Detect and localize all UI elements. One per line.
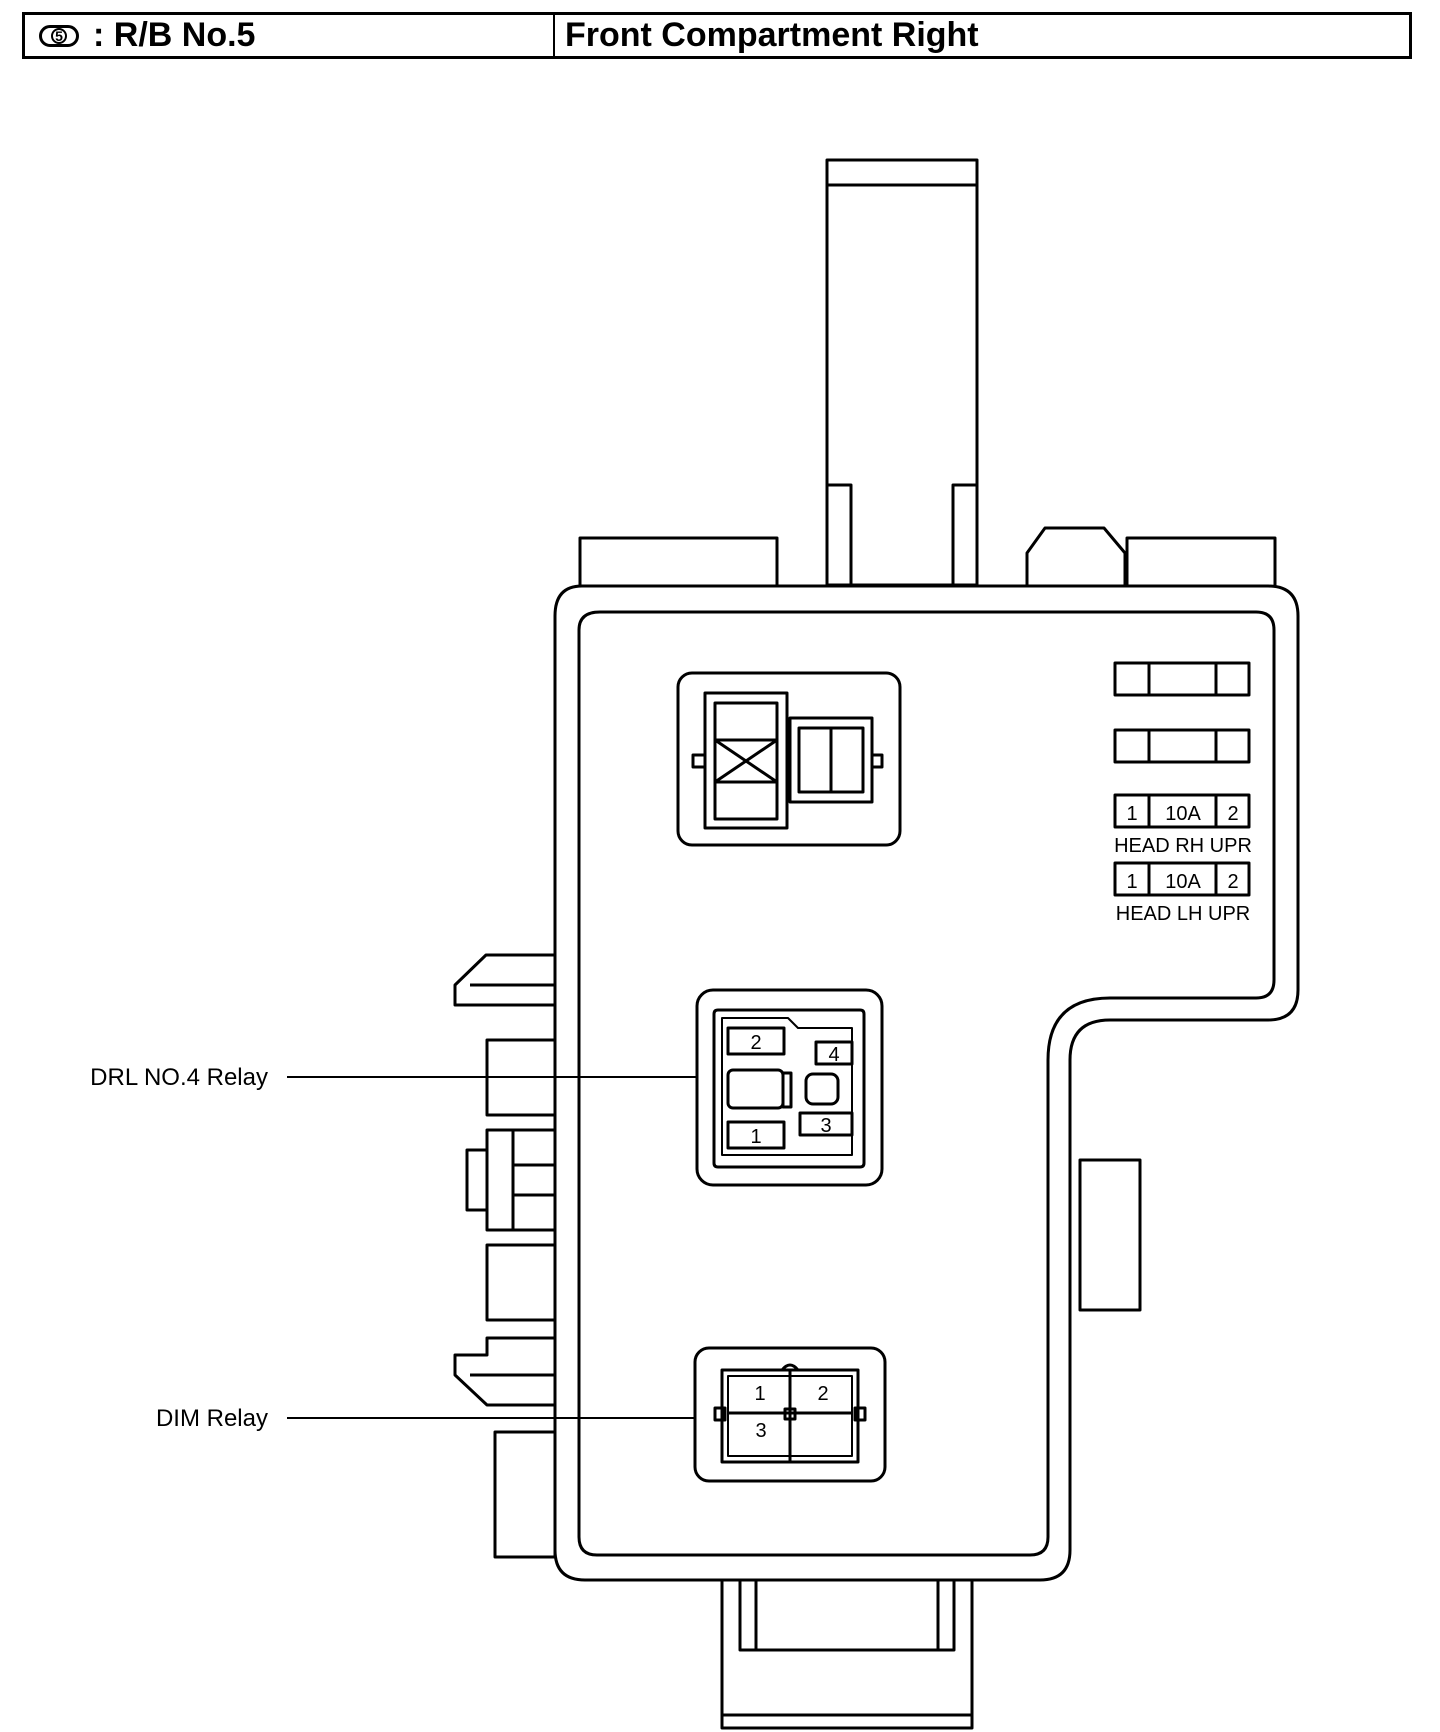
block-id-cell: 5 : R/B No.5 <box>25 15 555 56</box>
housing-outer <box>553 584 1300 1582</box>
fuse-slot-blank <box>1113 661 1251 697</box>
fuse-slot-blank <box>1113 728 1251 764</box>
fuse-head-lh-upr: 1 10A 2 HEAD LH UPR <box>1113 861 1251 925</box>
block-label: : R/B No.5 <box>93 16 256 54</box>
top-relay <box>676 671 902 847</box>
relay-pin-label: 2 <box>817 1383 828 1405</box>
relay-pin-label: 2 <box>750 1032 761 1054</box>
bottom-connector <box>720 1578 974 1730</box>
relay-pin-label: 4 <box>828 1044 839 1066</box>
top-right-tab <box>1125 536 1277 590</box>
fuse-rating: 10A <box>1165 803 1201 825</box>
drl-no4-relay: 2 4 1 3 <box>695 988 884 1187</box>
fuse-name: HEAD LH UPR <box>1116 903 1250 925</box>
dim-relay-label: DIM Relay <box>156 1405 268 1432</box>
title-bar: 5 : R/B No.5 Front Compartment Right <box>22 12 1412 59</box>
relay-pin-label: 1 <box>754 1383 765 1405</box>
connector-badge-icon: 5 <box>39 24 79 47</box>
right-side-tab <box>1078 1158 1142 1312</box>
housing-inner <box>577 610 1276 1557</box>
location-label: Front Compartment Right <box>565 16 979 54</box>
fuse-pin-label: 2 <box>1227 803 1238 825</box>
relay-pin-label: 3 <box>755 1420 766 1442</box>
fuse-rating: 10A <box>1165 871 1201 893</box>
drl-relay-label: DRL NO.4 Relay <box>90 1064 268 1091</box>
fuse-pin-label: 1 <box>1126 803 1137 825</box>
fuse-pin-label: 1 <box>1126 871 1137 893</box>
relay-pin-label: 3 <box>820 1115 831 1137</box>
fuse-pin-label: 2 <box>1227 871 1238 893</box>
top-left-tab <box>578 536 779 590</box>
top-connector-stem <box>825 158 979 587</box>
dim-relay: 1 2 3 <box>693 1346 887 1483</box>
fuse-head-rh-upr: 1 10A 2 HEAD RH UPR <box>1113 793 1252 857</box>
relay-pin-label: 1 <box>750 1126 761 1148</box>
top-right-latch <box>1025 526 1127 588</box>
fuse-name: HEAD RH UPR <box>1114 835 1252 857</box>
left-side-tabs <box>453 953 569 1559</box>
location-cell: Front Compartment Right <box>555 15 1409 56</box>
